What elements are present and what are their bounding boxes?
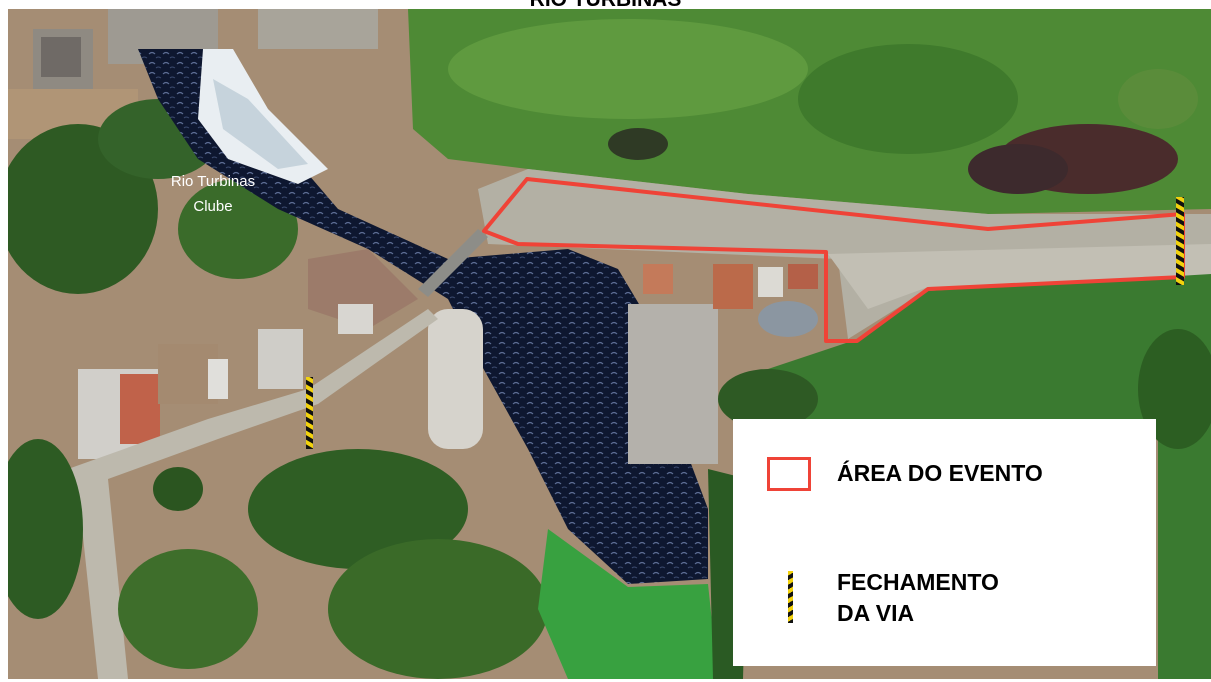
bridge bbox=[418, 229, 488, 297]
place-label-line1: Rio Turbinas bbox=[171, 173, 255, 190]
road-closure-swatch bbox=[788, 571, 793, 623]
building bbox=[258, 329, 303, 389]
building bbox=[208, 359, 228, 399]
tree-cluster bbox=[328, 539, 548, 679]
tree-cluster bbox=[718, 369, 818, 429]
tree-cluster bbox=[153, 467, 203, 511]
building-roof bbox=[713, 264, 753, 309]
building-roof bbox=[788, 264, 818, 289]
field-patch bbox=[1118, 69, 1198, 129]
tree-cluster bbox=[118, 549, 258, 669]
building-roof bbox=[120, 374, 160, 444]
legend-label-road-closure-line2: DA VIA bbox=[837, 600, 915, 626]
road-west bbox=[68, 309, 438, 679]
building-roof bbox=[41, 37, 81, 77]
road-lane bbox=[828, 244, 1211, 309]
field-patch bbox=[798, 44, 1018, 154]
waterfall-foam bbox=[213, 79, 308, 169]
field-patch bbox=[448, 19, 808, 119]
tree-cluster bbox=[178, 179, 298, 279]
page-title: RIO TURBINAS bbox=[0, 0, 1211, 9]
tree-cluster bbox=[8, 439, 83, 619]
dark-bush bbox=[968, 144, 1068, 194]
event-area-outline[interactable] bbox=[482, 177, 1185, 343]
building bbox=[338, 304, 373, 334]
map-legend: ÁREA DO EVENTO FECHAMENTO DA VIA bbox=[733, 419, 1156, 666]
dark-bush bbox=[608, 128, 668, 160]
legend-label-road-closure-line1: FECHAMENTO bbox=[837, 569, 999, 595]
tree-cluster bbox=[1138, 329, 1211, 449]
vegetation-east bbox=[743, 274, 1211, 679]
legend-label-road-closure: FECHAMENTO DA VIA bbox=[837, 567, 999, 629]
building bbox=[258, 9, 378, 49]
building-roof bbox=[643, 264, 673, 294]
river-water bbox=[138, 49, 708, 584]
event-area-swatch bbox=[767, 457, 811, 491]
road-closure-marker[interactable] bbox=[1176, 197, 1184, 285]
satellite-map[interactable]: Rio Turbinas Clube bbox=[8, 9, 1211, 679]
green-pond bbox=[538, 529, 718, 679]
building bbox=[428, 309, 483, 449]
building bbox=[758, 267, 783, 297]
building bbox=[308, 249, 418, 329]
legend-label-event-area: ÁREA DO EVENTO bbox=[837, 460, 1043, 486]
pool-area bbox=[758, 301, 818, 337]
building bbox=[628, 304, 718, 464]
place-label-line2: Clube bbox=[193, 198, 232, 215]
tree-cluster bbox=[248, 449, 468, 569]
road-closure-marker[interactable] bbox=[306, 377, 313, 449]
map-canvas: Rio Turbinas Clube bbox=[8, 9, 1211, 679]
